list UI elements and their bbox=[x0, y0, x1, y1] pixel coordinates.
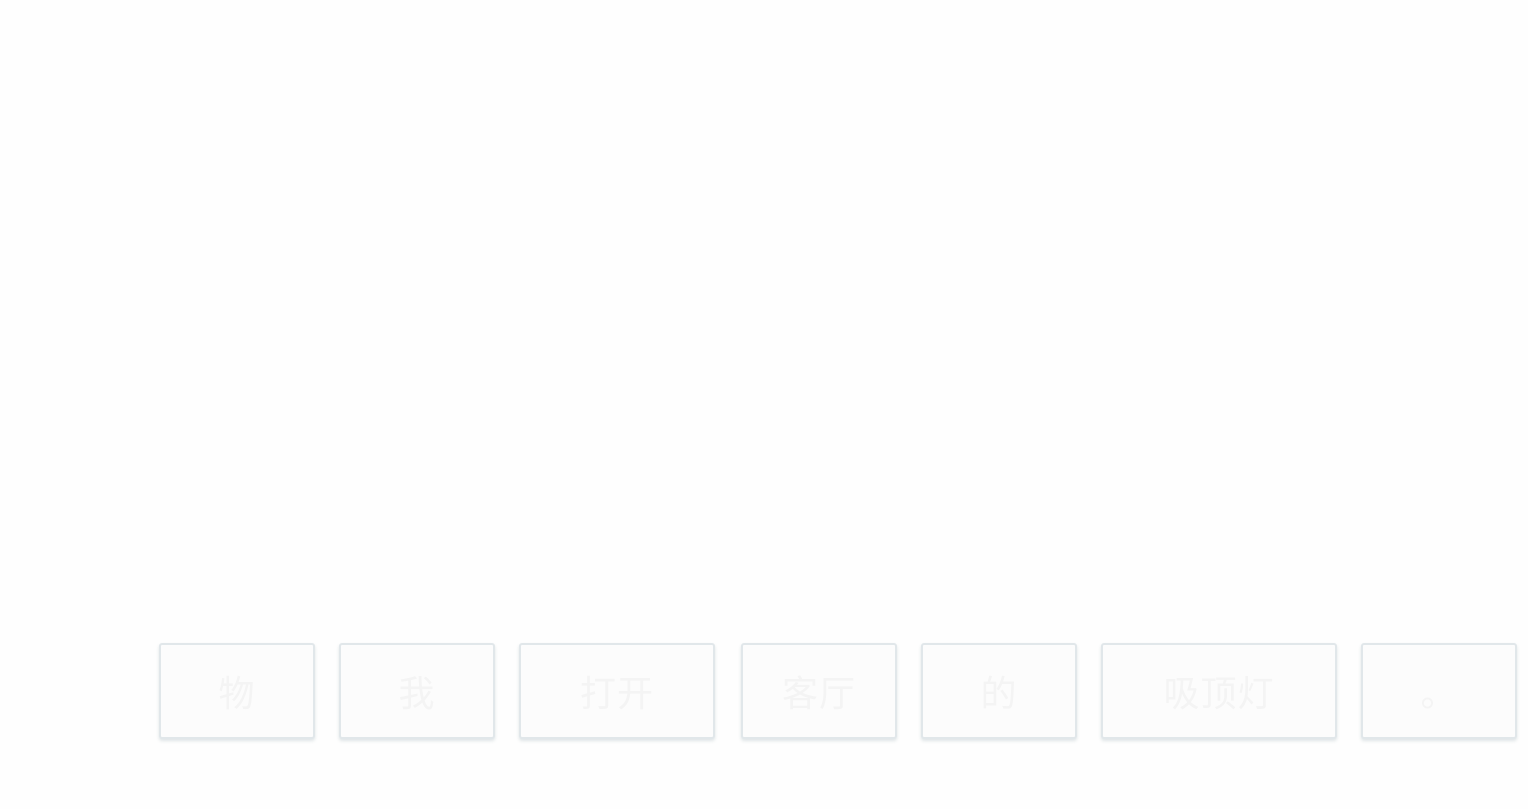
word-tile[interactable]: 客厅 bbox=[741, 643, 897, 739]
word-tile-label: 。 bbox=[1420, 674, 1458, 715]
word-tile[interactable]: 我 bbox=[339, 643, 495, 739]
word-tile[interactable]: 吸顶灯 bbox=[1101, 643, 1337, 739]
word-tile[interactable]: 。 bbox=[1361, 643, 1517, 739]
word-tile-label: 物 bbox=[218, 674, 256, 715]
word-tile-label: 客厅 bbox=[781, 674, 856, 715]
word-tile-label: 吸顶灯 bbox=[1163, 674, 1275, 715]
word-tile[interactable]: 的 bbox=[921, 643, 1077, 739]
word-tile-label: 我 bbox=[398, 674, 436, 715]
word-choice-row: 物 我 打开 客厅 的 吸顶灯 。 bbox=[0, 643, 1528, 743]
word-tile-label: 的 bbox=[980, 674, 1018, 715]
word-tile-label: 打开 bbox=[579, 674, 654, 715]
word-tile[interactable]: 物 bbox=[159, 643, 315, 739]
word-tile[interactable]: 打开 bbox=[519, 643, 715, 739]
